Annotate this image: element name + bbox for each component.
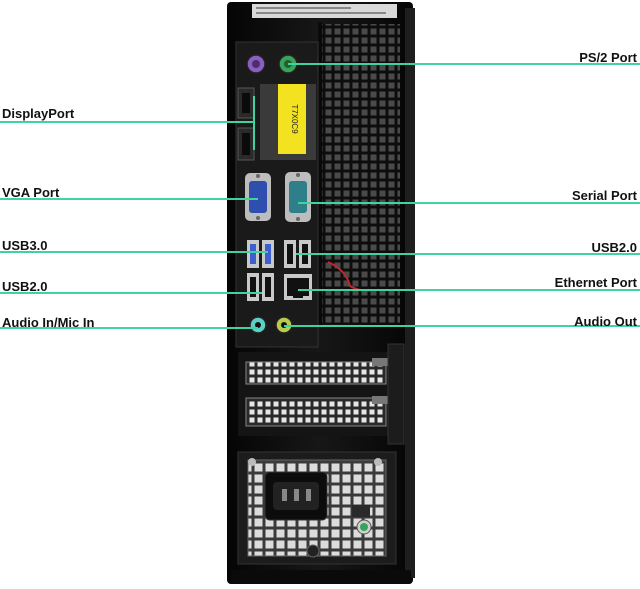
service-label [252, 4, 397, 18]
label-vga-port: VGA Port [2, 185, 60, 200]
power-supply [237, 451, 397, 565]
label-usb2-right: USB2.0 [591, 240, 637, 255]
service-tag-sticker: T7X0C9 [260, 84, 316, 160]
label-usb3: USB3.0 [2, 238, 48, 253]
vga-port [245, 173, 271, 221]
expansion-slots [238, 343, 405, 445]
label-audio-out: Audio Out [574, 314, 637, 329]
usb3-ports [247, 240, 274, 268]
serial-port [285, 172, 311, 222]
leader-lines [0, 63, 640, 329]
label-serial-port: Serial Port [571, 188, 637, 203]
ethernet-port [284, 274, 312, 300]
label-ps2-port: PS/2 Port [579, 50, 637, 65]
label-displayport: DisplayPort [2, 106, 75, 121]
label-usb2-left: USB2.0 [2, 279, 48, 294]
label-audio-in: Audio In/Mic In [2, 315, 95, 330]
sticker-code: T7X0C9 [290, 104, 299, 134]
label-ethernet-port: Ethernet Port [554, 275, 637, 290]
vent-grille [322, 24, 400, 324]
ps2-ports [246, 54, 298, 74]
